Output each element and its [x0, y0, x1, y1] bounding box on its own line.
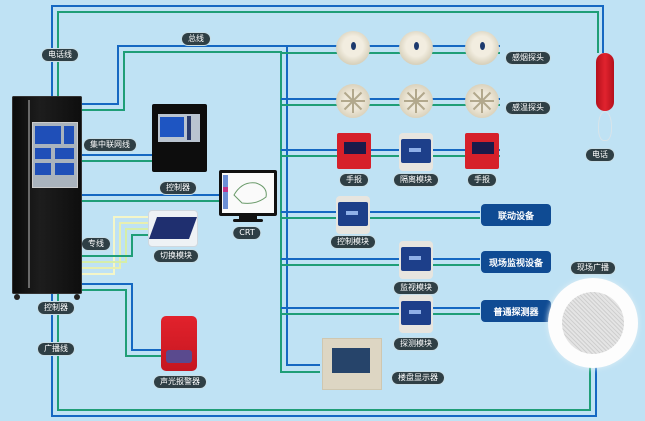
module-face [338, 202, 368, 226]
manual-alarm-right-label: 手报 [468, 174, 496, 186]
audio-visual-alarm-label: 声光报警器 [154, 376, 206, 388]
audio-visual-alarm[interactable] [161, 316, 197, 371]
switch-module[interactable] [148, 210, 198, 247]
broadcast-line-label: 广播线 [38, 343, 74, 355]
floor-display-screen [332, 348, 370, 373]
manual-alarm-button[interactable] [465, 133, 499, 169]
controller-screen [158, 114, 200, 142]
manual-alarm-window [472, 142, 494, 154]
switch-module-label: 切换模块 [154, 250, 198, 262]
site-monitor-device-box[interactable]: 现场监视设备 [481, 251, 551, 273]
cabinet-caster [74, 294, 80, 300]
control-module-label: 控制模块 [331, 236, 375, 248]
dedicated-line-label: 专线 [82, 238, 110, 250]
smoke-sensor-icon [480, 42, 485, 50]
crt-monitor[interactable] [219, 170, 277, 216]
ordinary-detector-box[interactable]: 普通探测器 [481, 300, 551, 322]
bus-blue [82, 45, 320, 366]
cabinet-control-panel [32, 122, 78, 188]
heat-detector-label: 感温探头 [506, 102, 550, 114]
alarm-lens [166, 350, 192, 363]
alarm-line-green [82, 289, 161, 357]
broadcast-line-blue [51, 294, 597, 417]
module-face [401, 139, 431, 163]
dedicated-line-4 [82, 234, 148, 257]
smoke-detector-label: 感烟探头 [506, 52, 550, 64]
dedicated-line-1 [82, 216, 148, 275]
broadcast-speaker[interactable] [548, 278, 638, 368]
phone-line-label: 电话线 [42, 49, 78, 61]
bus-label: 总线 [182, 33, 210, 45]
main-controller-label: 控制器 [38, 302, 74, 314]
crt-floorplan-icon [223, 175, 267, 209]
smoke-detector[interactable] [465, 31, 499, 65]
crt-label: CRT [233, 227, 261, 239]
control-module[interactable] [336, 196, 370, 234]
alarm-line-blue [82, 283, 161, 351]
dedicated-line-3 [82, 228, 148, 263]
floor-display-label: 楼盘显示器 [392, 372, 444, 384]
manual-alarm-button[interactable] [337, 133, 371, 169]
manual-alarm-left-label: 手报 [340, 174, 368, 186]
linkage-device-box[interactable]: 联动设备 [481, 204, 551, 226]
smoke-sensor-icon [351, 42, 356, 50]
floor-display-panel[interactable] [322, 338, 382, 390]
monitor-module-label: 监视模块 [394, 282, 438, 294]
heat-detector[interactable] [399, 84, 433, 118]
controller-box[interactable] [152, 104, 207, 172]
module-face [401, 301, 431, 325]
isolation-module-label: 隔离模块 [394, 174, 438, 186]
module-face [401, 247, 431, 271]
bus-green [82, 51, 320, 373]
dedicated-line-2 [82, 222, 148, 269]
manual-alarm-window [344, 142, 366, 154]
speaker-label: 现场广播 [571, 262, 615, 274]
crt-stand [239, 213, 257, 219]
crt-base [233, 219, 263, 222]
network-line-label: 集中联网线 [84, 139, 136, 151]
phone-label: 电话 [586, 149, 614, 161]
heat-detector[interactable] [465, 84, 499, 118]
controller-label: 控制器 [160, 182, 196, 194]
cabinet-rail [28, 100, 30, 288]
speaker-grill-icon [562, 292, 624, 354]
switch-module-face [149, 217, 197, 239]
cabinet-caster [14, 294, 20, 300]
fire-phone-handset[interactable] [596, 53, 614, 111]
monitor-module[interactable] [399, 241, 433, 279]
smoke-detector[interactable] [336, 31, 370, 65]
detect-module-label: 探测模块 [394, 338, 438, 350]
isolation-module[interactable] [399, 133, 433, 171]
smoke-detector[interactable] [399, 31, 433, 65]
main-controller-cabinet[interactable] [12, 96, 82, 300]
detect-module[interactable] [399, 295, 433, 333]
smoke-sensor-icon [414, 42, 419, 50]
phone-cord [598, 111, 612, 141]
heat-detector[interactable] [336, 84, 370, 118]
